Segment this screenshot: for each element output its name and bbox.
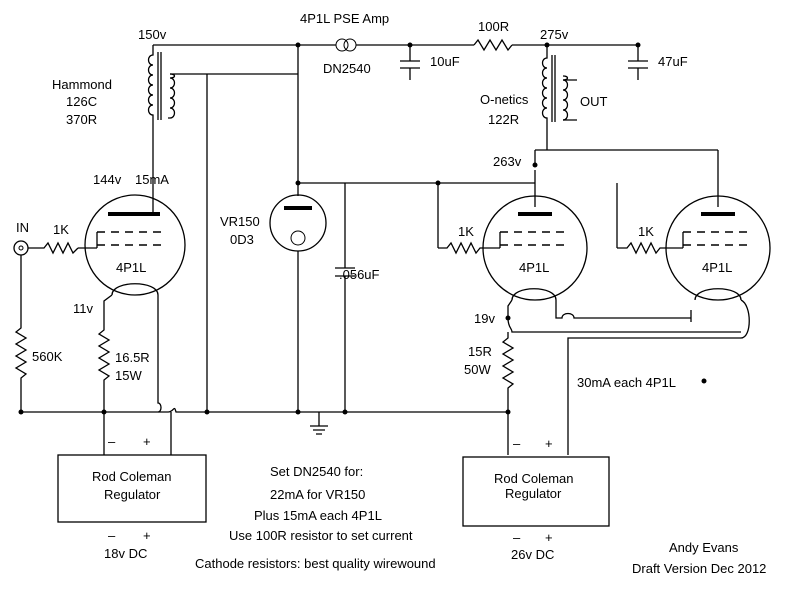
driver-grid-resistor-symbol [28, 241, 79, 255]
label-0d3: 0D3 [230, 232, 254, 247]
label-144v: 144v [93, 172, 122, 187]
driver-tube-symbol [78, 168, 186, 296]
right-reg-input: 26v DC [511, 547, 554, 562]
label-output-b-1k: 1K [638, 224, 654, 239]
right-regulator-box [462, 456, 610, 527]
note-line-5: Cathode resistors: best quality wirewoun… [195, 556, 436, 571]
output-tube-a-symbol [482, 195, 588, 301]
label-16-5r: 16.5R [115, 350, 150, 365]
left-regulator-box [57, 454, 207, 523]
cap-10uf-symbol [400, 45, 420, 80]
label-15ma: 15mA [135, 172, 169, 187]
junction-dot [18, 409, 24, 415]
plate-wire-263v [534, 149, 719, 207]
label-50w: 50W [464, 362, 491, 377]
credit-author: Andy Evans [669, 540, 739, 555]
cap-feedback-wire [298, 182, 535, 248]
junction-dot [435, 180, 441, 186]
ground-bus [21, 407, 508, 413]
label-560k: 560K [32, 349, 63, 364]
driver-cathode-resistor-symbol [97, 325, 111, 412]
left-reg-input: 18v DC [104, 546, 147, 561]
label-vr150: VR150 [220, 214, 260, 229]
hammond-choke-symbol [147, 45, 298, 168]
output-b-grid-resistor-symbol [617, 241, 667, 255]
label-out: OUT [580, 94, 608, 109]
right-reg-label-1: Rod Coleman [494, 471, 574, 486]
label-output-b-4p1l: 4P1L [702, 260, 732, 275]
input-jack-symbol [13, 240, 29, 256]
junction-dot [532, 162, 538, 168]
left-reg-label-1: Rod Coleman [92, 469, 172, 484]
label-output-a-4p1l: 4P1L [519, 260, 549, 275]
cap-47uf-symbol [628, 45, 648, 80]
label-dn2540: DN2540 [323, 61, 371, 76]
cap-056uf-symbol [335, 183, 355, 412]
note-line-4: Use 100R resistor to set current [229, 528, 413, 543]
label-47uf: 47uF [658, 54, 688, 69]
label-126c: 126C [66, 94, 97, 109]
left-reg-plus-top: + [143, 434, 151, 449]
stray-dot [701, 378, 707, 384]
vr150-tube-symbol [269, 194, 327, 252]
right-reg-minus-bottom: – [513, 530, 521, 545]
label-in: IN [16, 220, 29, 235]
label-driver-1k: 1K [53, 222, 69, 237]
label-19v: 19v [474, 311, 495, 326]
output-cathode-resistor-symbol [501, 332, 515, 455]
output-tube-b-symbol [665, 195, 771, 301]
label-263v: 263v [493, 154, 522, 169]
label-056uf: .056uF [339, 267, 380, 282]
junction-dot [505, 315, 511, 321]
credit-version: Draft Version Dec 2012 [632, 561, 766, 576]
output-a-grid-resistor-symbol [438, 241, 485, 255]
diagram-title: 4P1L PSE Amp [300, 11, 389, 26]
onetics-output-transformer-symbol [541, 45, 577, 150]
label-10uf: 10uF [430, 54, 460, 69]
left-regulator-feeds [103, 412, 172, 455]
label-hammond: Hammond [52, 77, 112, 92]
label-driver-4p1l: 4P1L [116, 260, 146, 275]
resistor-100r-symbol [473, 38, 513, 52]
grid-leak-wire [14, 255, 28, 412]
left-reg-label-2: Regulator [104, 487, 161, 502]
right-reg-plus-bottom: + [545, 530, 553, 545]
label-100r: 100R [478, 19, 509, 34]
left-reg-plus-bottom: + [143, 528, 151, 543]
note-line-2: 22mA for VR150 [270, 487, 365, 502]
dn2540-ccs-symbol [335, 38, 357, 52]
right-reg-minus-top: – [513, 436, 521, 451]
right-reg-label-2: Regulator [505, 486, 562, 501]
label-output-a-1k: 1K [458, 224, 474, 239]
right-reg-plus-top: + [545, 436, 553, 451]
label-370r: 370R [66, 112, 97, 127]
note-line-3: Plus 15mA each 4P1L [254, 508, 382, 523]
output-filament-wires [507, 299, 750, 412]
label-onetics: O-netics [480, 92, 529, 107]
label-15w: 15W [115, 368, 142, 383]
label-122r: 122R [488, 112, 519, 127]
note-line-1: Set DN2540 for: [270, 464, 363, 479]
label-275v: 275v [540, 27, 569, 42]
label-15r: 15R [468, 344, 492, 359]
label-150v: 150v [138, 27, 167, 42]
left-reg-minus-top: – [108, 434, 116, 449]
label-11v: 11v [73, 301, 93, 316]
label-30ma: 30mA each 4P1L [577, 375, 676, 390]
left-reg-minus-bottom: – [108, 528, 116, 543]
ground-symbol [310, 412, 328, 435]
